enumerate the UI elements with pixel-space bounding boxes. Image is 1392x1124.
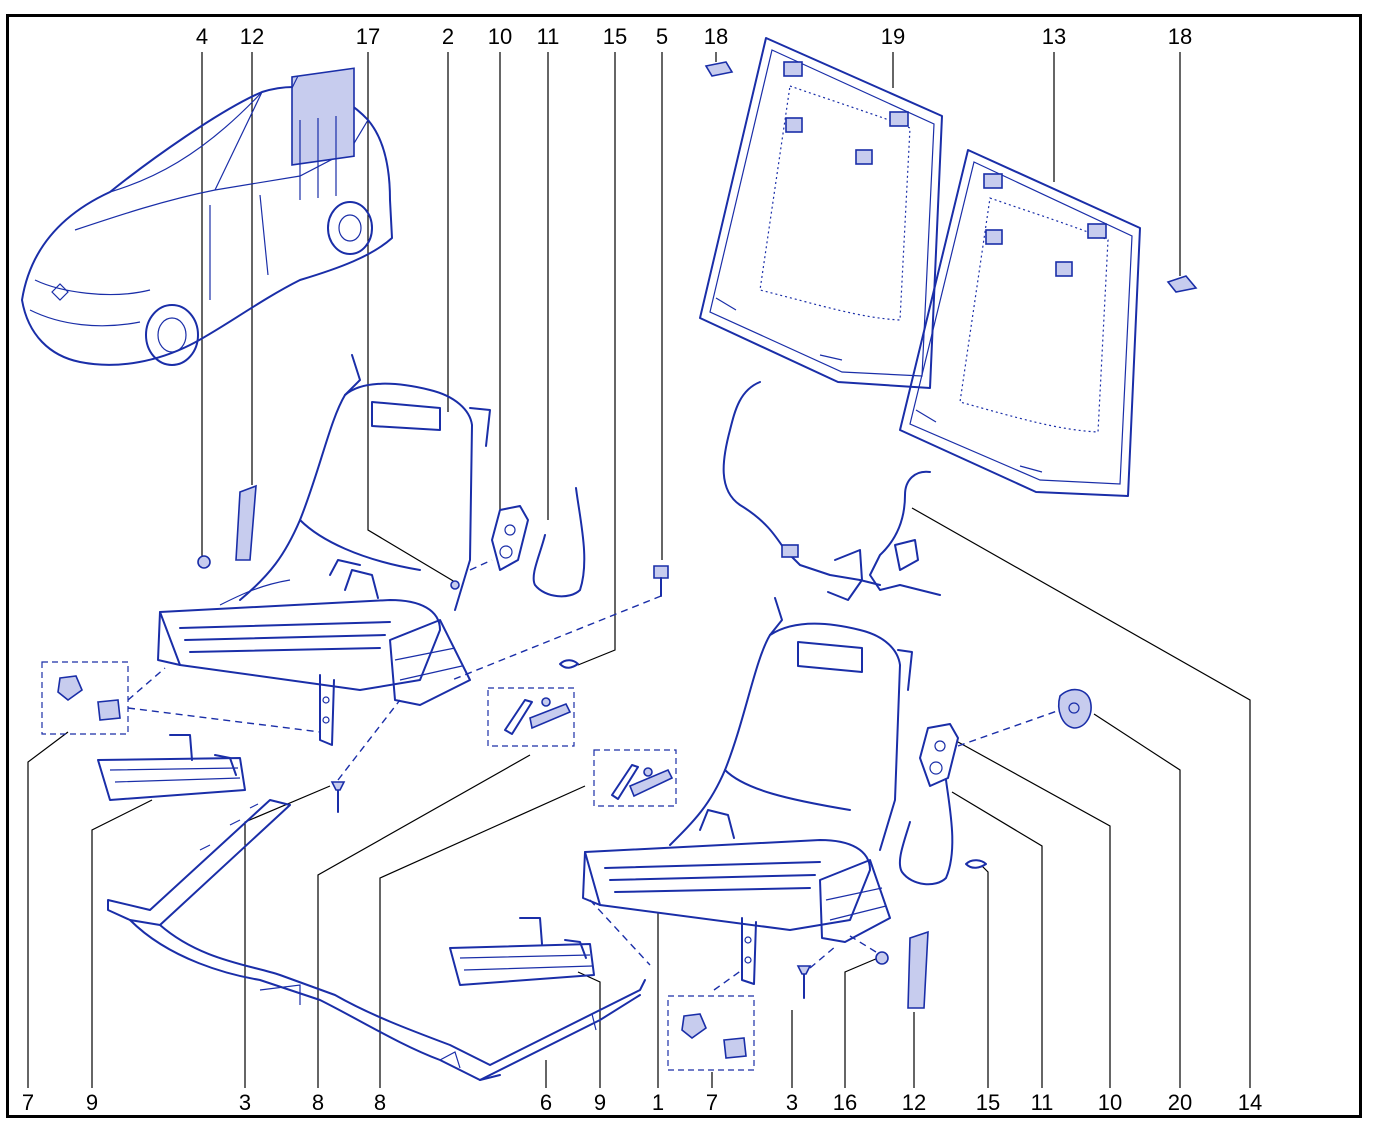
diagram-frame	[6, 14, 1362, 1118]
callout-5: 5	[656, 24, 668, 49]
callout-18-left: 18	[704, 24, 728, 49]
floor-rail-6	[107, 799, 646, 1081]
bushing-box-7-left	[41, 661, 321, 735]
callout-7-right: 7	[706, 1090, 718, 1115]
pin-3-right	[796, 945, 837, 999]
callout-10-bottom: 10	[1098, 1090, 1122, 1115]
recliner-10-top	[469, 505, 529, 571]
callout-15-bottom: 15	[976, 1090, 1000, 1115]
callout-17: 17	[356, 24, 380, 49]
spring-15-top	[559, 659, 579, 669]
trim-strip-12-top	[235, 484, 257, 561]
clip-9-left	[97, 734, 246, 801]
bolt-17	[450, 580, 460, 590]
bottom-callouts: 7 9 3 8 8 6 9 1 7 3 16 12 15 11 10 20 14	[22, 1090, 1262, 1115]
callout-12-bottom: 12	[902, 1090, 926, 1115]
car-illustration	[21, 67, 393, 366]
seat-back-panel-13	[899, 149, 1141, 497]
callout-12-top: 12	[240, 24, 264, 49]
callout-11-bottom: 11	[1031, 1090, 1054, 1115]
harness-14	[722, 381, 941, 601]
callout-20: 20	[1168, 1090, 1192, 1115]
callout-10-top: 10	[488, 24, 512, 49]
clip-18-right	[1166, 275, 1198, 293]
callout-8-b: 8	[374, 1090, 386, 1115]
clip-9-right	[449, 917, 595, 986]
callout-11-top: 11	[537, 24, 560, 49]
lever-box-8-right	[593, 749, 677, 807]
top-callouts: 4 12 17 2 10 11 15 5 18 19 13 18	[196, 24, 1192, 49]
callout-3-left: 3	[239, 1090, 251, 1115]
knob-20	[1058, 688, 1092, 729]
callout-19: 19	[881, 24, 905, 49]
pin-3-left	[330, 699, 401, 813]
callout-14: 14	[1238, 1090, 1262, 1115]
cable-11-bottom	[898, 779, 954, 886]
lever-box-8-left	[487, 687, 575, 747]
callout-6: 6	[540, 1090, 552, 1115]
callout-3-right: 3	[786, 1090, 798, 1115]
right-seat-frame	[582, 597, 913, 991]
spring-15-bottom	[965, 859, 987, 869]
callout-18-right: 18	[1168, 24, 1192, 49]
recliner-10-bottom	[919, 709, 1061, 787]
dash-bolt-5	[451, 595, 662, 681]
seat-back-panel-19	[699, 37, 943, 389]
leader-lines	[27, 52, 1251, 1088]
clip-18-left	[704, 61, 734, 77]
cable-11-top	[532, 487, 586, 598]
callout-8-a: 8	[312, 1090, 324, 1115]
nut-4	[197, 555, 211, 569]
callout-1: 1	[652, 1090, 664, 1115]
left-seat-frame	[157, 354, 491, 746]
bushing-box-7-right	[667, 995, 755, 1071]
nut-16	[875, 951, 889, 965]
bolt-5	[653, 565, 669, 597]
callout-9-right: 9	[594, 1090, 606, 1115]
callout-7-left: 7	[22, 1090, 34, 1115]
dash-nut-16	[849, 935, 877, 953]
callout-16: 16	[833, 1090, 857, 1115]
trim-strip-12-bottom	[907, 930, 929, 1009]
callout-9-left: 9	[86, 1090, 98, 1115]
callout-15-top: 15	[603, 24, 627, 49]
callout-13: 13	[1042, 24, 1066, 49]
callout-2: 2	[442, 24, 454, 49]
callout-4-top: 4	[196, 24, 208, 49]
